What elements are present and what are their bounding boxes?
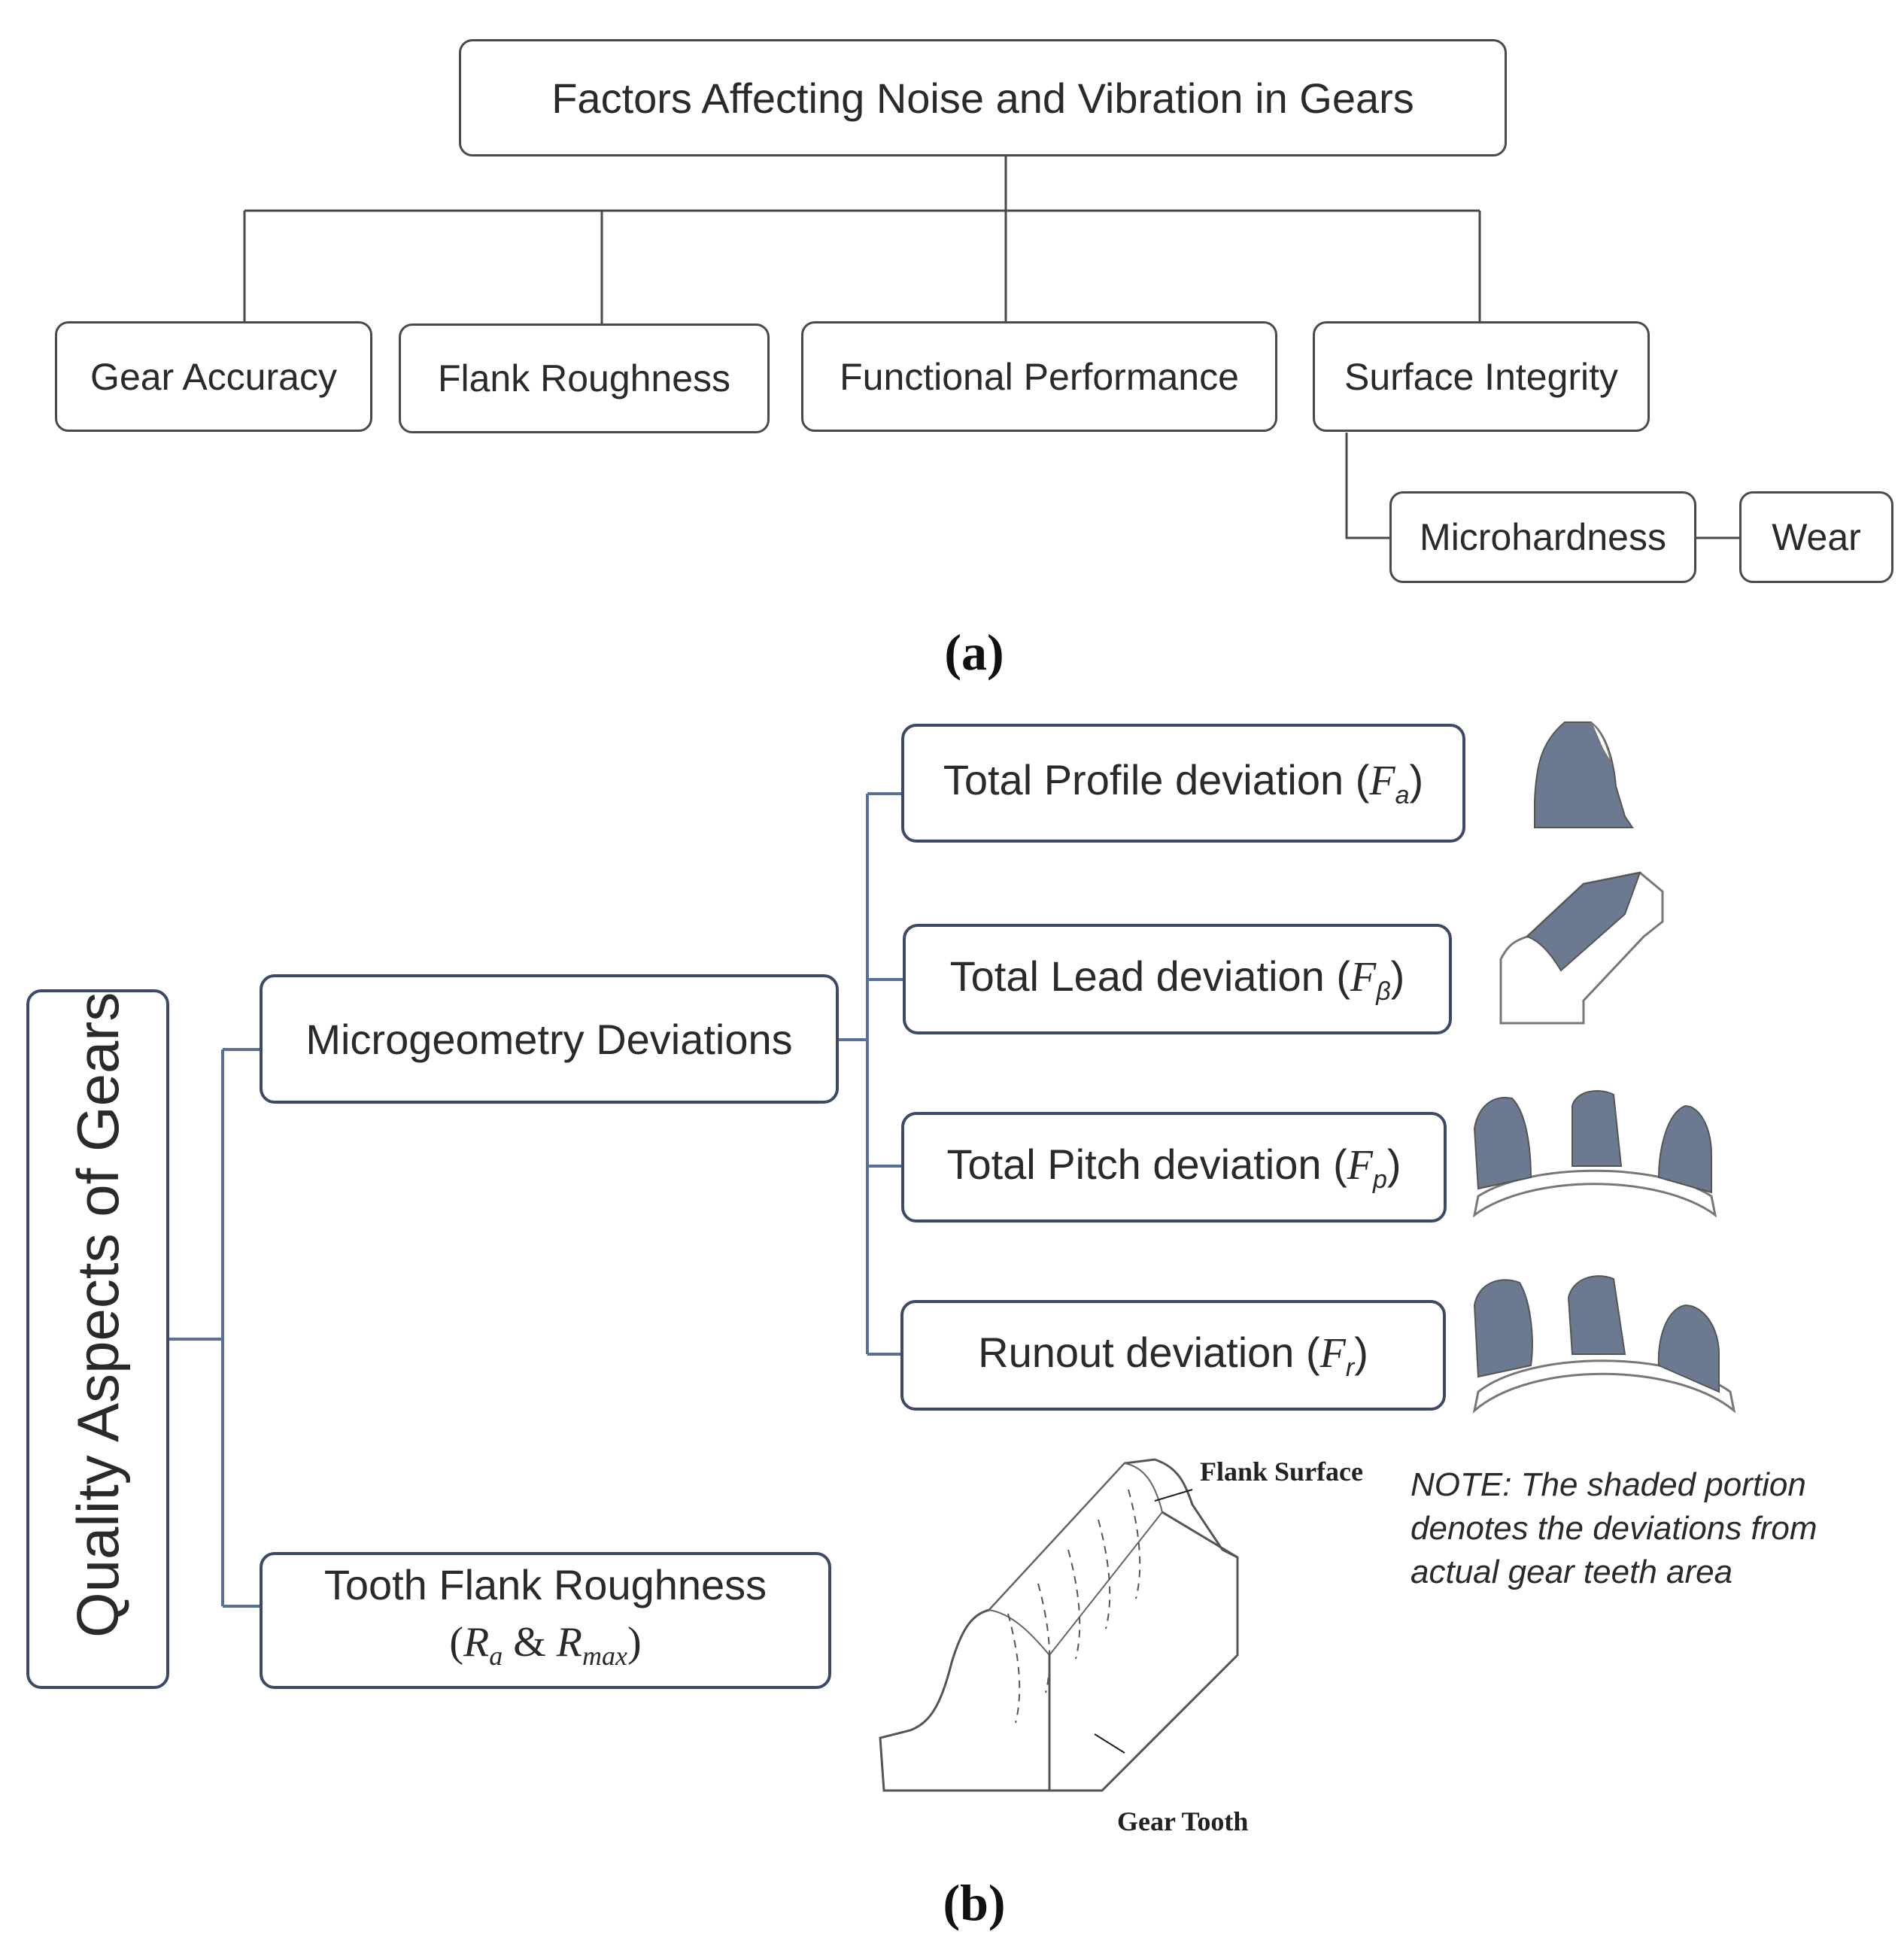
box-microgeometry: Microgeometry Deviations (260, 974, 839, 1104)
box-flank-roughness: Flank Roughness (399, 323, 770, 433)
box-pitch-deviation: Total Pitch deviation (Fp) (901, 1112, 1447, 1223)
note-text: NOTE: The shaded portion denotes the dev… (1411, 1463, 1817, 1594)
quality-aspects-label: Quality Aspects of Gears (65, 992, 131, 1638)
profile-deviation-illustration (1534, 721, 1634, 828)
box-microhardness: Microhardness (1389, 491, 1696, 583)
pitch-deviation-label: Total Pitch deviation (Fp) (946, 1140, 1401, 1195)
pitch-deviation-illustration (1472, 1090, 1717, 1218)
caption-a: (a) (944, 624, 1004, 681)
runout-deviation-illustration (1472, 1275, 1736, 1414)
box-tooth-flank-roughness: Tooth Flank Roughness (Ra & Rmax) (260, 1552, 831, 1689)
gear-tooth-label: Gear Tooth (1117, 1806, 1249, 1836)
box-runout-deviation: Runout deviation (Fr) (900, 1300, 1446, 1411)
root-label: Factors Affecting Noise and Vibration in… (551, 74, 1414, 122)
runout-deviation-label: Runout deviation (Fr) (978, 1328, 1368, 1383)
box-functional-performance: Functional Performance (801, 321, 1277, 432)
microgeometry-label: Microgeometry Deviations (305, 1015, 793, 1063)
flank-surface-label: Flank Surface (1200, 1456, 1364, 1487)
gear-accuracy-label: Gear Accuracy (90, 355, 337, 398)
lead-deviation-label: Total Lead deviation (Fβ) (949, 952, 1405, 1007)
roughness-params-label: (Ra & Rmax) (449, 1618, 642, 1672)
box-lead-deviation: Total Lead deviation (Fβ) (903, 924, 1452, 1034)
gear-tooth-flank-illustration (879, 1458, 1239, 1792)
box-gear-accuracy: Gear Accuracy (55, 321, 372, 432)
note-line-1: NOTE: The shaded portion (1411, 1466, 1806, 1503)
surface-integrity-label: Surface Integrity (1344, 355, 1619, 398)
root-box-quality (26, 989, 169, 1689)
root-box-factors: Factors Affecting Noise and Vibration in… (459, 39, 1507, 156)
box-profile-deviation: Total Profile deviation (Fa) (901, 724, 1465, 843)
profile-deviation-label: Total Profile deviation (Fa) (943, 756, 1424, 810)
note-line-3: actual gear teeth area (1411, 1554, 1733, 1590)
microhardness-label: Microhardness (1420, 516, 1666, 558)
caption-b: (b) (943, 1874, 1006, 1931)
functional-performance-label: Functional Performance (840, 355, 1239, 398)
lead-deviation-illustration (1499, 871, 1664, 1025)
box-surface-integrity: Surface Integrity (1313, 321, 1650, 432)
flank-roughness-label: Flank Roughness (437, 357, 731, 399)
tooth-flank-roughness-label: Tooth Flank Roughness (323, 1560, 767, 1608)
box-wear: Wear (1739, 491, 1893, 583)
wear-label: Wear (1772, 516, 1861, 558)
note-line-2: denotes the deviations from (1411, 1510, 1817, 1547)
